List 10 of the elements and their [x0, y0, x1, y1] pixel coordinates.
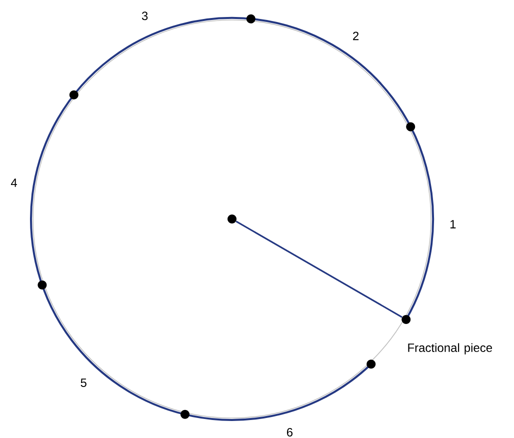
note: Fractional piece: [408, 343, 492, 354]
arc-number: 5: [80, 378, 86, 387]
arc-number: 4: [10, 178, 17, 187]
point-dot: [402, 314, 411, 324]
radius-line: [236, 220, 402, 318]
arc-number: 1: [450, 220, 456, 228]
arc-number: 3: [142, 12, 148, 20]
arc-number: 6: [286, 428, 293, 437]
point-dot: [228, 214, 236, 224]
arc-number: 2: [353, 32, 359, 40]
